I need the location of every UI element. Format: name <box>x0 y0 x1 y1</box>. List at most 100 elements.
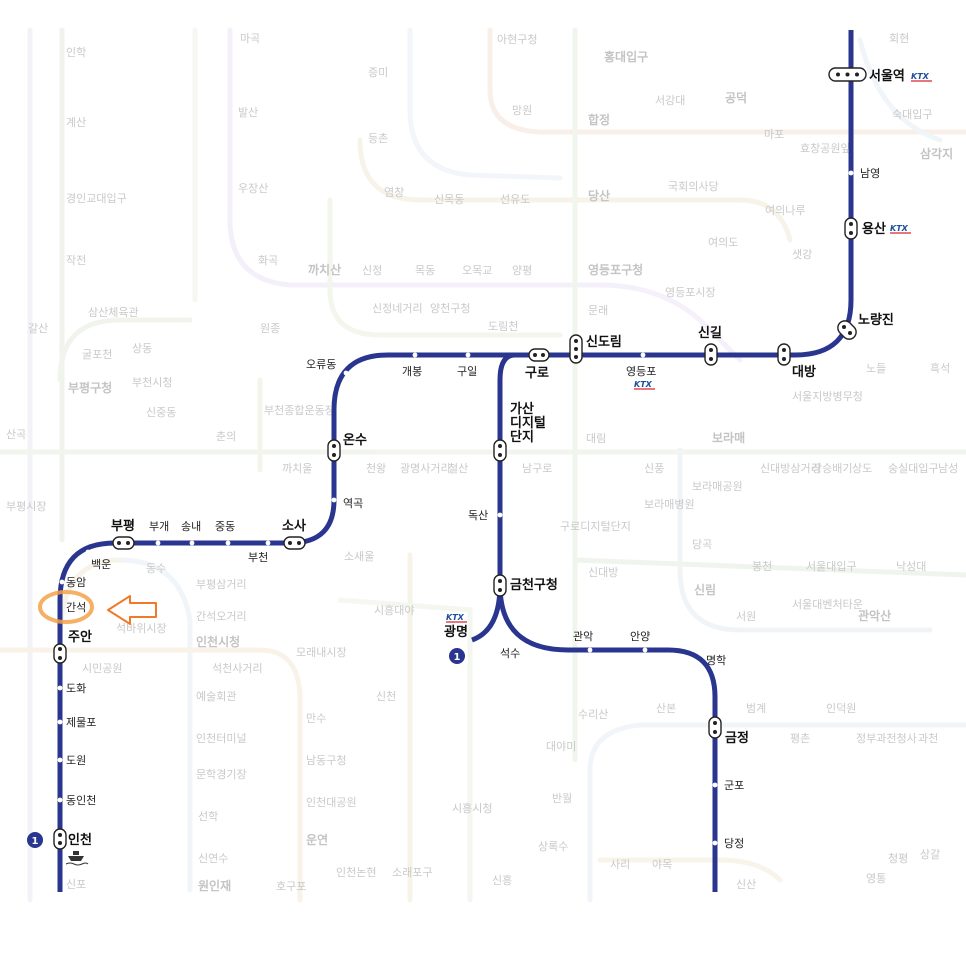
station-yeongdeungpo: 영등포 <box>626 365 656 378</box>
station-yongsan: 용산 <box>862 221 886 237</box>
transfer-marker-daebang <box>777 343 791 366</box>
svg-text:수리산: 수리산 <box>578 708 608 721</box>
svg-text:1: 1 <box>32 836 39 847</box>
transfer-marker-yongsan <box>844 217 858 240</box>
svg-text:사리: 사리 <box>610 858 630 871</box>
station-gasan-l2: 디지털 <box>510 415 546 431</box>
svg-text:구로디지털단지: 구로디지털단지 <box>560 520 631 533</box>
station-jemulpo: 제물포 <box>66 716 96 729</box>
svg-text:서울대입구: 서울대입구 <box>806 560 857 573</box>
svg-text:갈산: 갈산 <box>28 321 48 335</box>
station-noryangjin: 노량진 <box>858 312 894 328</box>
svg-text:선유도: 선유도 <box>500 193 530 206</box>
svg-text:서강대: 서강대 <box>655 94 685 107</box>
svg-text:춘의: 춘의 <box>216 430 236 443</box>
line-1-badge-incheon: 1 <box>27 832 43 848</box>
svg-text:신풍: 신풍 <box>644 462 664 475</box>
transfer-marker-geumcheon <box>493 574 507 597</box>
svg-text:반월: 반월 <box>552 792 572 805</box>
svg-text:영등포시장: 영등포시장 <box>665 286 716 299</box>
svg-text:굴포천: 굴포천 <box>82 347 112 361</box>
station-namyeong: 남영 <box>860 167 880 180</box>
svg-text:신흥: 신흥 <box>492 873 512 887</box>
svg-text:인천논현: 인천논현 <box>336 865 376 879</box>
station-dongam: 동암 <box>66 576 86 589</box>
station-guro: 구로 <box>525 366 549 381</box>
line-number-badges: 1 1 <box>27 648 465 848</box>
svg-text:서울대벤처타운: 서울대벤처타운 <box>792 598 863 611</box>
pointer-arrow-icon <box>107 595 157 625</box>
svg-text:삼산체육관: 삼산체육관 <box>88 306 139 319</box>
svg-text:신대방삼거리: 신대방삼거리 <box>760 462 821 475</box>
station-gwanak: 관악 <box>573 630 593 643</box>
svg-text:부평시장: 부평시장 <box>6 500 46 513</box>
svg-text:낙성대: 낙성대 <box>896 560 926 573</box>
station-bupyeong: 부평 <box>111 518 135 534</box>
station-gwangmyeong: 광명 <box>444 624 468 640</box>
svg-text:영등포구청: 영등포구청 <box>588 262 643 277</box>
svg-text:문래: 문래 <box>588 304 608 317</box>
transfer-marker-noryangjin <box>837 320 857 340</box>
svg-text:관악산: 관악산 <box>858 608 891 623</box>
svg-text:시민공원: 시민공원 <box>82 662 122 675</box>
svg-text:아현구청: 아현구청 <box>497 33 537 46</box>
svg-text:샛강: 샛강 <box>792 248 812 261</box>
svg-text:청평: 청평 <box>888 852 908 865</box>
svg-text:삼각지: 삼각지 <box>920 146 953 161</box>
svg-text:까치울: 까치울 <box>282 462 312 475</box>
svg-text:모래내시장: 모래내시장 <box>296 646 347 659</box>
svg-text:신중동: 신중동 <box>146 406 176 419</box>
svg-text:상도: 상도 <box>852 462 872 475</box>
highlight-ganseok <box>38 590 157 625</box>
svg-text:마곡: 마곡 <box>240 32 260 45</box>
transfer-marker-bupyeong <box>112 536 135 550</box>
svg-text:홍대입구: 홍대입구 <box>604 49 648 64</box>
svg-text:부천시청: 부천시청 <box>132 375 172 389</box>
svg-text:부평구청: 부평구청 <box>68 380 112 395</box>
station-gaebong: 개봉 <box>402 365 422 378</box>
svg-text:염창: 염창 <box>384 186 404 199</box>
station-singil: 신길 <box>698 326 722 341</box>
svg-text:신대방: 신대방 <box>588 566 618 579</box>
ktx-icon-yongsan: KTX <box>890 224 909 233</box>
svg-text:평촌: 평촌 <box>790 732 810 745</box>
svg-text:동수: 동수 <box>146 562 166 575</box>
svg-text:신산: 신산 <box>736 878 756 891</box>
svg-text:정부과천청사: 정부과천청사 <box>856 731 917 745</box>
ktx-icon-seoul: KTX <box>911 72 930 81</box>
svg-text:선학: 선학 <box>198 810 218 823</box>
svg-text:신천: 신천 <box>376 689 396 703</box>
transfer-marker-singil <box>704 343 718 366</box>
svg-text:목동: 목동 <box>415 264 435 277</box>
station-incheon: 인천 <box>68 832 92 848</box>
svg-text:호구포: 호구포 <box>276 880 306 893</box>
svg-text:당산: 당산 <box>588 188 610 203</box>
transfer-marker-sosa <box>283 536 306 550</box>
station-yeokgok: 역곡 <box>343 497 363 510</box>
svg-text:철산: 철산 <box>448 462 468 475</box>
station-geumcheon: 금천구청 <box>510 577 558 593</box>
transfer-marker-juan <box>53 643 67 664</box>
transfer-marker-gasan <box>493 439 507 462</box>
svg-text:석천사거리: 석천사거리 <box>212 661 263 675</box>
svg-text:대야미: 대야미 <box>546 740 576 753</box>
svg-text:원인재: 원인재 <box>198 878 231 893</box>
svg-text:봉천: 봉천 <box>752 559 772 573</box>
svg-text:서울지방병무청: 서울지방병무청 <box>792 390 863 403</box>
svg-text:인천시청: 인천시청 <box>196 634 240 649</box>
svg-text:운연: 운연 <box>306 832 328 847</box>
line-1-south-branch <box>497 352 718 892</box>
transfer-marker-incheon <box>53 828 67 850</box>
svg-text:효창공원앞: 효창공원앞 <box>800 142 851 155</box>
station-ganseok: 간석 <box>66 601 86 614</box>
station-gunpo: 군포 <box>724 779 744 792</box>
svg-text:증미: 증미 <box>368 66 388 79</box>
svg-text:1: 1 <box>454 652 461 663</box>
svg-text:보라매병원: 보라매병원 <box>644 498 695 511</box>
station-juan: 주안 <box>68 629 92 645</box>
svg-text:국회의사당: 국회의사당 <box>668 180 719 193</box>
line-1-badge-gwangmyeong: 1 <box>449 648 465 664</box>
svg-text:신목동: 신목동 <box>434 193 464 206</box>
svg-text:회현: 회현 <box>889 32 909 45</box>
transfer-marker-onsu <box>327 439 341 462</box>
